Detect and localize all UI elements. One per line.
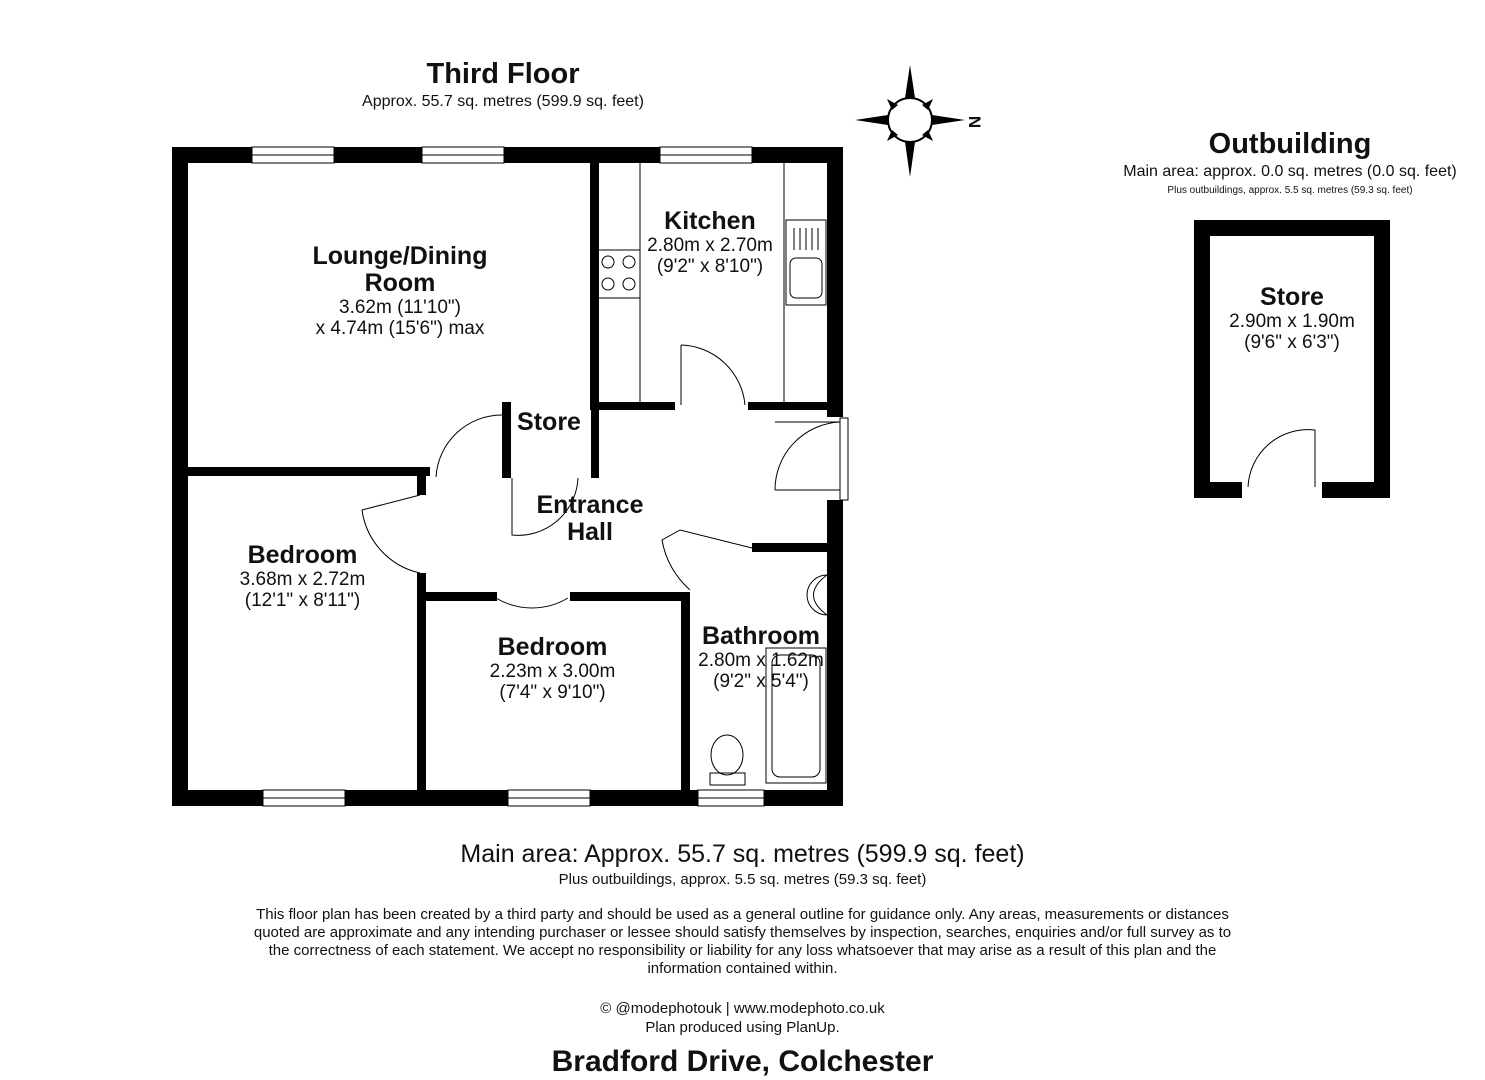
- outbuildings-summary: Plus outbuildings, approx. 5.5 sq. metre…: [558, 871, 927, 888]
- credit-line: © @modephotouk | www.modephoto.co.uk: [600, 1000, 885, 1017]
- main-area-summary: Main area: Approx. 55.7 sq. metres (599.…: [460, 840, 1025, 868]
- bedroom-2-label: Bedroom 2.23m x 3.00m (7'4" x 9'10"): [430, 633, 675, 704]
- room-name: Kitchen: [664, 207, 756, 235]
- room-name-line2: Room: [364, 269, 436, 297]
- room-dimensions: 2.90m x 1.90m: [1229, 311, 1355, 332]
- bedroom-1-label: Bedroom 3.68m x 2.72m (12'1" x 8'11"): [190, 541, 415, 612]
- outbuilding-subtitle: Main area: approx. 0.0 sq. metres (0.0 s…: [1123, 163, 1457, 180]
- store-label: Store: [509, 409, 589, 436]
- room-dimensions-imperial: (9'2" x 8'10"): [656, 256, 764, 277]
- room-dimensions-imperial: (12'1" x 8'11"): [244, 590, 361, 611]
- room-name: Entrance: [536, 491, 644, 519]
- compass-label: N: [965, 115, 985, 129]
- floor-title: Third Floor: [426, 58, 580, 90]
- room-dimensions: 2.80m x 2.70m: [647, 235, 773, 256]
- room-dimensions: 3.68m x 2.72m: [239, 569, 366, 590]
- lounge-label: Lounge/Dining Room 3.62m (11'10") x 4.74…: [250, 242, 550, 340]
- outbuilding-title: Outbuilding: [1208, 128, 1372, 160]
- room-name-line2: Hall: [567, 518, 613, 546]
- kitchen-label: Kitchen 2.80m x 2.70m (9'2" x 8'10"): [610, 207, 810, 278]
- room-dimensions-imperial: (9'6" x 6'3"): [1244, 332, 1340, 353]
- outbuilding-store-label: Store 2.90m x 1.90m (9'6" x 6'3"): [1195, 283, 1389, 354]
- room-name: Store: [1260, 283, 1324, 311]
- room-name: Lounge/Dining: [312, 242, 488, 270]
- room-name: Store: [517, 408, 581, 436]
- room-dimensions: 2.23m x 3.00m: [489, 661, 616, 682]
- outbuilding-walls: [1194, 220, 1390, 498]
- room-name: Bedroom: [247, 541, 358, 569]
- disclaimer-text: This floor plan has been created by a th…: [253, 906, 1232, 977]
- room-dimensions: 2.80m x 1.62m: [698, 650, 824, 671]
- windows: [251, 146, 765, 807]
- room-name: Bedroom: [497, 633, 608, 661]
- entrance-hall-label: Entrance Hall: [510, 492, 670, 546]
- room-name: Bathroom: [701, 622, 821, 650]
- room-dimensions-imperial: (9'2" x 5'4"): [713, 671, 809, 692]
- kitchen-fittings: [596, 163, 827, 402]
- interior-walls: [185, 160, 829, 793]
- property-address: Bradford Drive, Colchester: [551, 1045, 934, 1078]
- compass-icon: [855, 65, 965, 177]
- outbuilding-subtitle-small: Plus outbuildings, approx. 5.5 sq. metre…: [1167, 185, 1413, 196]
- room-dimensions: 3.62m (11'10"): [339, 297, 461, 318]
- room-dimensions-2: x 4.74m (15'6") max: [315, 318, 485, 339]
- floor-subtitle: Approx. 55.7 sq. metres (599.9 sq. feet): [362, 93, 644, 110]
- entrance-door: [774, 417, 849, 501]
- bathroom-fittings: [709, 574, 829, 786]
- planup-credit: Plan produced using PlanUp.: [645, 1019, 840, 1036]
- room-dimensions-imperial: (7'4" x 9'10"): [499, 682, 606, 703]
- bathroom-label: Bathroom 2.80m x 1.62m (9'2" x 5'4"): [686, 622, 836, 693]
- door-swings: [361, 344, 1316, 609]
